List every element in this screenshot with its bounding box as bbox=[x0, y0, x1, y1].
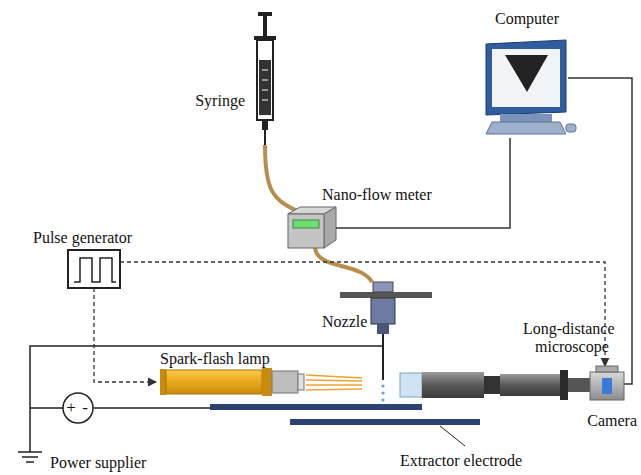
extractor-electrode bbox=[210, 404, 480, 446]
long-distance-microscope bbox=[400, 370, 590, 400]
polarity-sign: + bbox=[66, 399, 76, 416]
signal-wire bbox=[336, 78, 632, 384]
part-label: Nozzle bbox=[322, 313, 367, 331]
nozzle bbox=[340, 282, 432, 380]
spark-flash-lamp bbox=[160, 368, 362, 396]
part-label: Syringe bbox=[195, 92, 245, 110]
syringe bbox=[254, 12, 276, 145]
power-supply-circle: +- bbox=[62, 392, 94, 424]
spray-droplet bbox=[381, 384, 384, 401]
camera bbox=[590, 366, 624, 400]
part-label: Pulse generator bbox=[33, 229, 132, 247]
flow-meter bbox=[288, 207, 336, 248]
part-label: microscope bbox=[535, 338, 609, 356]
part-label: Power supplier bbox=[50, 454, 146, 472]
part-label: Long-distance bbox=[523, 320, 615, 338]
part-label: Computer bbox=[495, 10, 559, 28]
part-label: Camera bbox=[587, 412, 637, 430]
part-label: Spark-flash lamp bbox=[160, 350, 270, 368]
part-label: Nano-flow meter bbox=[322, 186, 432, 204]
polarity-sign: - bbox=[82, 399, 88, 416]
pulse-generator bbox=[68, 250, 120, 288]
computer-illustration bbox=[486, 40, 576, 134]
part-label: Extractor electrode bbox=[400, 452, 522, 470]
